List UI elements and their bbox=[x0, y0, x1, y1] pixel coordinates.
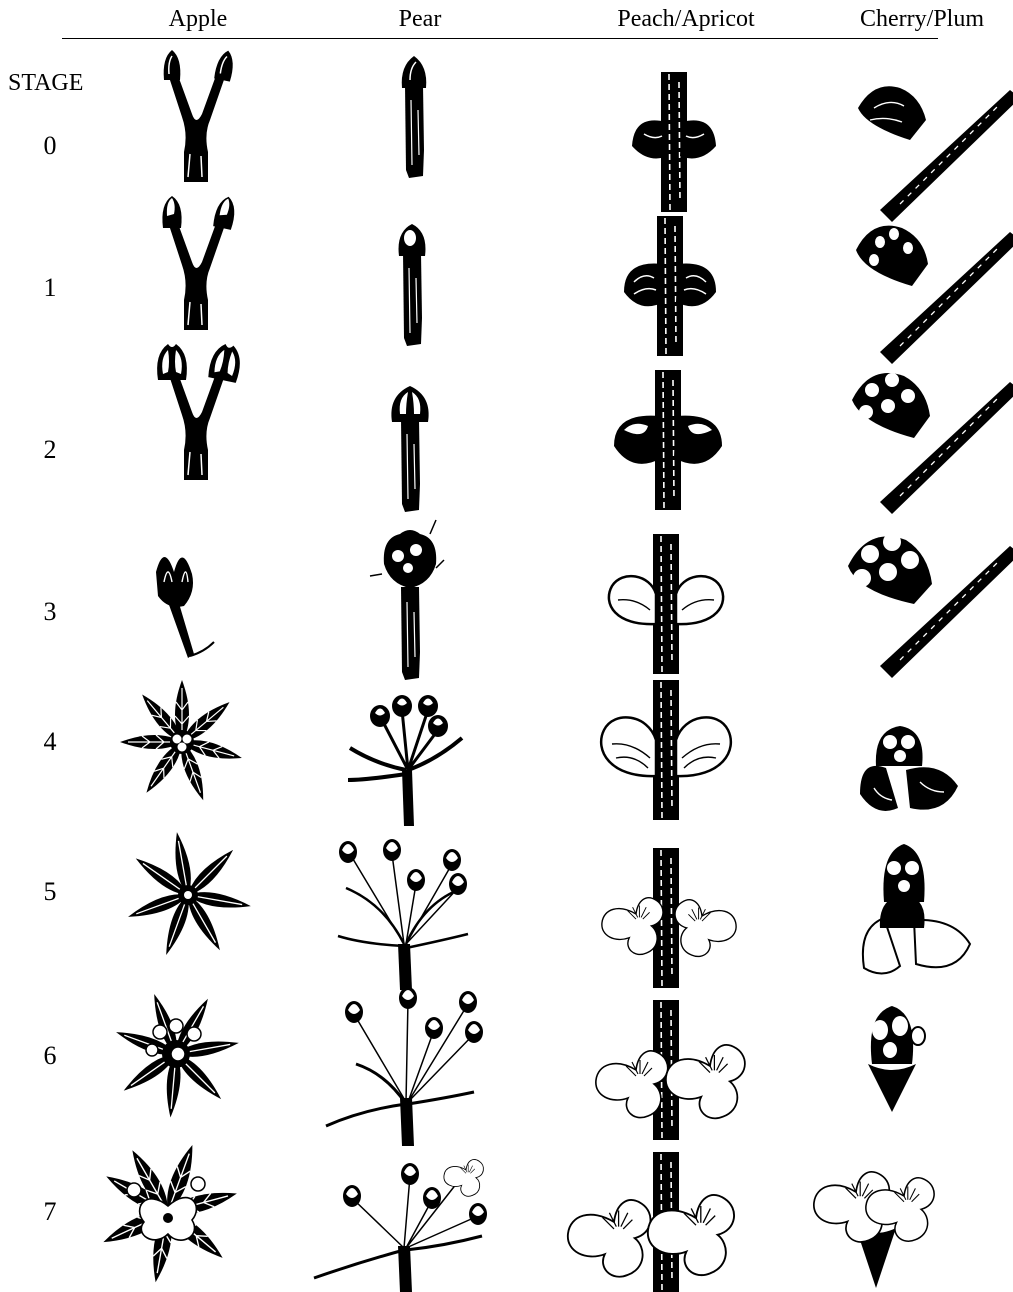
apple-stage-1-illustration bbox=[162, 195, 238, 330]
cherry-stage-0-illustration bbox=[858, 86, 1013, 222]
pear-stage-5-illustration bbox=[338, 839, 468, 990]
cherry-stage-5-illustration bbox=[863, 844, 970, 974]
apple-stage-7-illustration bbox=[100, 1142, 239, 1283]
apple-stage-0-illustration bbox=[164, 49, 237, 182]
peach-stage-5-illustration bbox=[602, 848, 736, 988]
apple-stage-3-illustration bbox=[156, 557, 214, 658]
pear-stage-7-illustration bbox=[314, 1159, 487, 1292]
peach-stage-3-illustration bbox=[609, 534, 723, 674]
pear-stage-0-illustration bbox=[402, 56, 427, 178]
peach-stage-7-illustration bbox=[568, 1152, 734, 1292]
apple-stage-4-illustration bbox=[120, 680, 244, 803]
cherry-stage-6-illustration bbox=[868, 1006, 925, 1112]
cherry-stage-4-illustration bbox=[860, 726, 958, 811]
cherry-stage-2-illustration bbox=[852, 373, 1013, 514]
cherry-stage-1-illustration bbox=[856, 226, 1013, 364]
cherry-stage-7-illustration bbox=[814, 1172, 934, 1288]
pear-stage-2-illustration bbox=[391, 386, 428, 512]
cherry-stage-3-illustration bbox=[848, 533, 1013, 678]
peach-stage-4-illustration bbox=[601, 680, 731, 820]
peach-stage-1-illustration bbox=[624, 216, 716, 356]
pear-stage-4-illustration bbox=[348, 695, 462, 826]
pear-stage-3-illustration bbox=[370, 520, 444, 680]
peach-stage-2-illustration bbox=[614, 370, 722, 510]
apple-stage-5-illustration bbox=[126, 831, 252, 957]
pear-stage-6-illustration bbox=[326, 987, 483, 1146]
apple-stage-6-illustration bbox=[114, 992, 240, 1118]
peach-stage-6-illustration bbox=[596, 1000, 745, 1140]
peach-stage-0-illustration bbox=[632, 72, 716, 212]
pear-stage-1-illustration bbox=[399, 224, 426, 346]
apple-stage-2-illustration bbox=[157, 342, 244, 480]
